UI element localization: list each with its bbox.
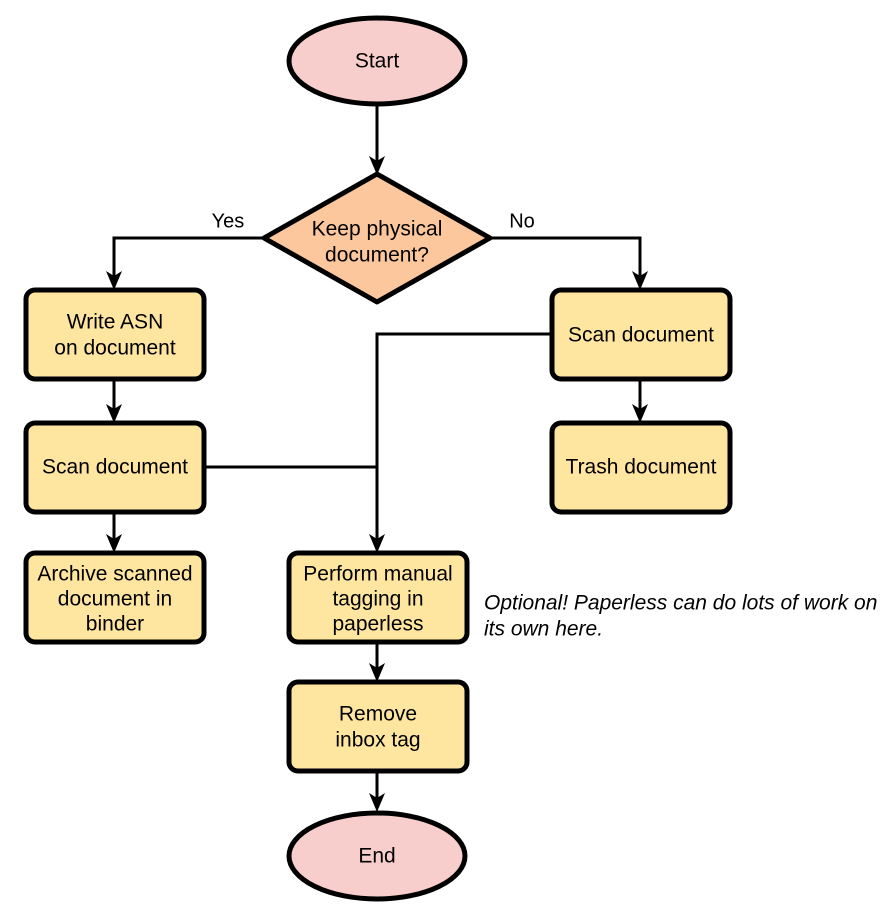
end-label: End — [358, 845, 395, 868]
tagging-label-line1: Perform manual — [303, 563, 452, 586]
remove-inbox-rect-shape[interactable] — [286, 679, 470, 774]
start-ellipse-shape[interactable] — [286, 15, 468, 107]
archive-label-line2: document in — [58, 588, 172, 611]
node-write-asn-on-document[interactable]: Write ASN on document — [23, 287, 207, 382]
edge-line-no — [489, 236, 642, 278]
start-label: Start — [355, 50, 400, 73]
write-asn-label-line1: Write ASN — [67, 311, 163, 334]
archive-rect-shape[interactable] — [23, 550, 207, 645]
arrowhead-no — [632, 271, 648, 290]
remove-inbox-label-line1: Remove — [339, 703, 417, 726]
edge-line-yes — [112, 236, 266, 278]
arrowhead-tagging-remove — [369, 663, 385, 682]
node-start[interactable]: Start — [286, 15, 468, 107]
node-scan-document-left[interactable]: Scan document — [23, 420, 207, 515]
arrowhead-scanright-tagging — [369, 534, 385, 553]
arrowhead-start-decision — [369, 156, 385, 175]
node-archive-scanned-document[interactable]: Archive scanned document in binder — [23, 550, 207, 645]
edge-decision-yes-to-write-asn — [106, 236, 266, 290]
node-end[interactable]: End — [286, 810, 468, 902]
edge-scan-left-to-archive — [106, 512, 122, 553]
write-asn-rect-shape[interactable] — [23, 287, 207, 382]
node-scan-document-right[interactable]: Scan document — [549, 287, 733, 382]
scan-document-left-label: Scan document — [42, 456, 188, 479]
edge-decision-no-to-scan-right — [489, 236, 648, 290]
trash-document-label: Trash document — [566, 456, 717, 479]
tagging-label-line3: paperless — [332, 613, 423, 636]
scan-document-right-rect-shape[interactable] — [549, 287, 733, 382]
tagging-label-line2: tagging in — [332, 588, 423, 611]
end-ellipse-shape[interactable] — [286, 810, 468, 902]
decision-label-line2: document? — [325, 244, 429, 267]
trash-document-rect-shape[interactable] — [549, 420, 733, 515]
arrowhead-asn-scan — [106, 404, 122, 423]
archive-label-line1: Archive scanned — [37, 563, 192, 586]
edge-write-asn-to-scan-left — [106, 379, 122, 423]
scan-document-left-rect-shape[interactable] — [23, 420, 207, 515]
annotation-line1: Optional! Paperless can do lots of work … — [484, 592, 877, 615]
decision-diamond-shape[interactable] — [261, 171, 493, 305]
edge-scan-right-to-trash — [632, 379, 648, 423]
remove-inbox-label-line2: inbox tag — [335, 729, 420, 752]
write-asn-label-line2: on document — [54, 337, 176, 360]
edge-remove-inbox-to-end — [369, 771, 385, 812]
archive-label-line3: binder — [86, 613, 144, 636]
edge-label-no: No — [509, 210, 535, 232]
node-perform-manual-tagging[interactable]: Perform manual tagging in paperless — [286, 550, 470, 645]
decision-label-line1: Keep physical — [312, 218, 443, 241]
arrowhead-yes — [106, 271, 122, 290]
tagging-rect-shape[interactable] — [286, 550, 470, 645]
node-trash-document[interactable]: Trash document — [549, 420, 733, 515]
node-decision-keep-physical-document[interactable]: Keep physical document? — [261, 171, 493, 305]
edge-label-yes: Yes — [212, 210, 245, 232]
arrowhead-remove-end — [369, 793, 385, 812]
arrowhead-scan-archive — [106, 534, 122, 553]
arrowhead-scan-trash — [632, 404, 648, 423]
edge-tagging-to-remove-inbox — [369, 642, 385, 682]
edge-scan-right-to-tagging — [369, 332, 552, 553]
node-remove-inbox-tag[interactable]: Remove inbox tag — [286, 679, 470, 774]
edge-start-to-decision — [369, 102, 385, 175]
scan-document-right-label: Scan document — [568, 324, 714, 347]
edge-line-scanright-tagging — [375, 332, 552, 541]
annotation-optional-note: Optional! Paperless can do lots of work … — [484, 592, 877, 641]
annotation-line2: its own here. — [484, 618, 603, 641]
